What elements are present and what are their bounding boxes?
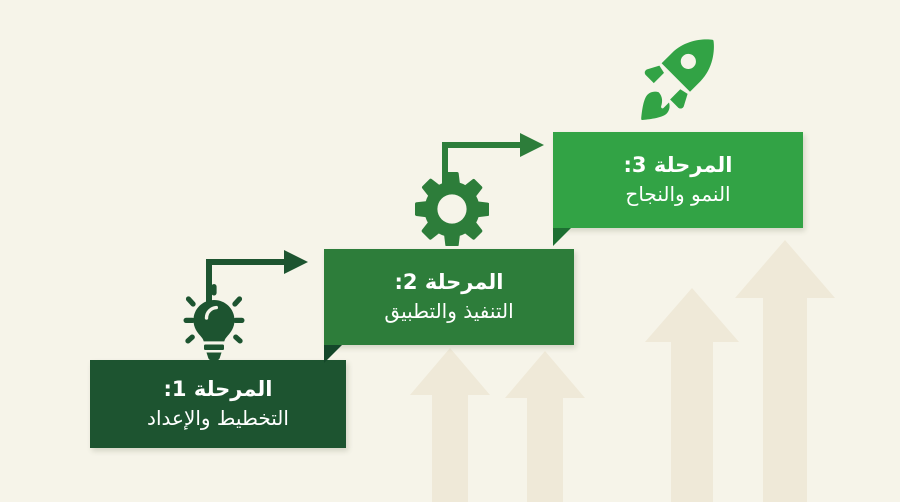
connector-arrow-2	[442, 133, 544, 189]
connector-2-arrowhead	[520, 133, 544, 157]
step-2-title: المرحلة 2:	[394, 270, 504, 295]
lightbulb-highlight	[204, 305, 218, 320]
decor-arrow-3	[645, 288, 739, 502]
step-3-title: المرحلة 3:	[623, 153, 733, 178]
step-block-2[interactable]: المرحلة 2: التنفيذ والتطبيق	[324, 249, 574, 345]
connector-1-arrowhead	[284, 250, 308, 274]
decor-arrow-1	[410, 348, 490, 502]
decor-arrow-2	[505, 351, 585, 502]
rocket-icon	[641, 39, 714, 121]
step-2-fold-corner	[324, 345, 342, 363]
connector-arrow-1	[206, 250, 308, 306]
decor-arrow-4	[735, 240, 835, 502]
step-3-fold-corner	[553, 228, 571, 246]
step-3-subtitle: النمو والنجاح	[625, 182, 731, 207]
lightbulb-icon	[183, 284, 245, 360]
step-2-subtitle: التنفيذ والتطبيق	[384, 299, 514, 324]
connector-1-path	[206, 259, 291, 306]
step-1-subtitle: التخطيط والإعداد	[147, 406, 289, 431]
step-block-3[interactable]: المرحلة 3: النمو والنجاح	[553, 132, 803, 228]
connector-2-path	[442, 142, 527, 189]
gear-icon	[415, 172, 489, 246]
step-block-1[interactable]: المرحلة 1: التخطيط والإعداد	[90, 360, 346, 448]
step-1-title: المرحلة 1:	[163, 377, 273, 402]
